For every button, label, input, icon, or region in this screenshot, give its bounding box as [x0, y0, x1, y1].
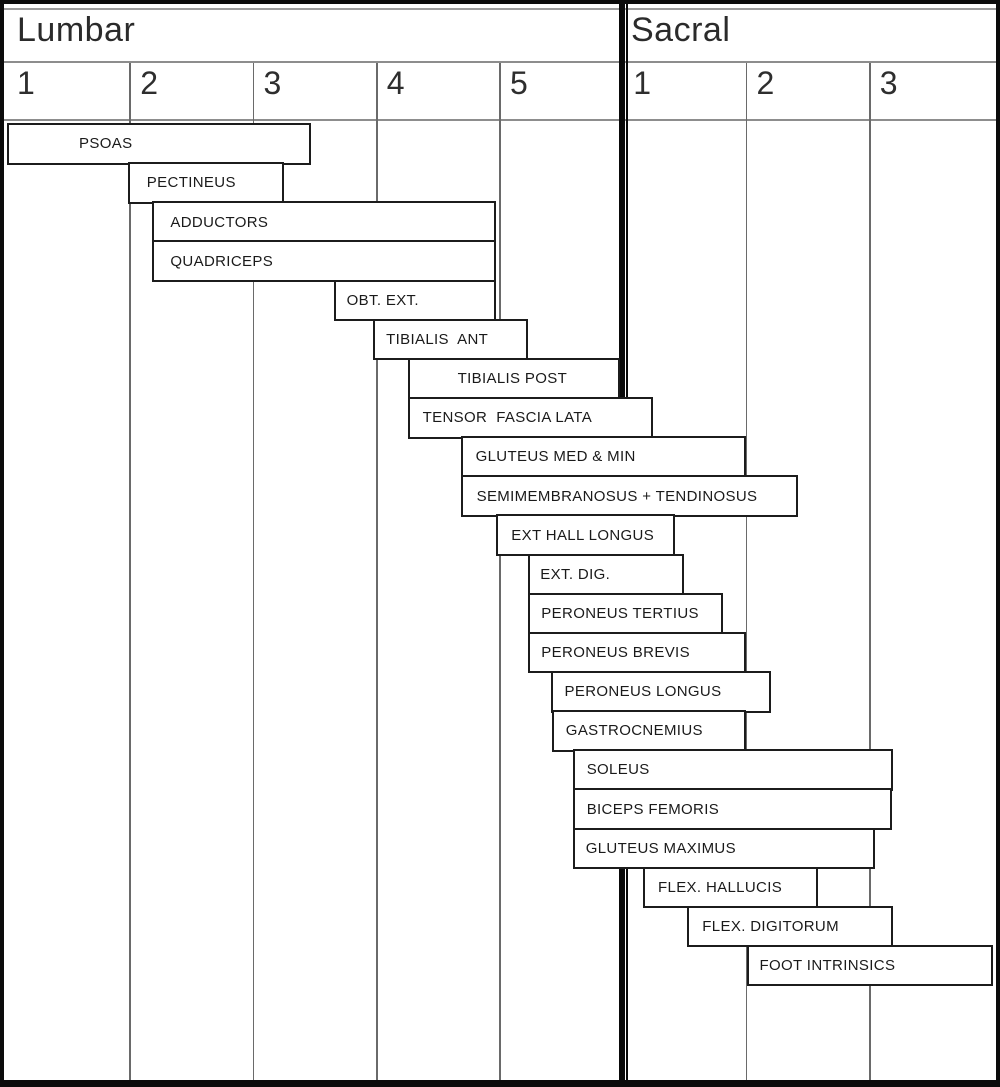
top-accent-line: [4, 8, 996, 10]
muscle-bar-label: PSOAS: [79, 135, 133, 153]
muscle-bar-label: FLEX. HALLUCIS: [658, 878, 783, 896]
muscle-bar-label: PERONEUS LONGUS: [564, 683, 722, 701]
grid-line-vertical: [499, 63, 501, 1080]
muscle-bar-quadriceps: QUADRICEPS: [152, 240, 497, 282]
muscle-bar-label: GLUTEUS MAXIMUS: [585, 839, 736, 857]
muscle-bar-adductors: ADDUCTORS: [152, 201, 497, 243]
muscle-bar-label: TENSOR FASCIA LATA: [422, 409, 593, 427]
muscle-bar-label: TIBIALIS ANT: [386, 330, 489, 348]
muscle-bar-peroneus-longus: PERONEUS LONGUS: [550, 671, 772, 713]
muscle-bar-pectineus: PECTINEUS: [127, 162, 285, 204]
muscle-bar-label: FLEX. DIGITORUM: [702, 918, 839, 936]
muscle-bar-label: PECTINEUS: [146, 174, 236, 192]
muscle-bar-obt-ext: OBT. EXT.: [333, 279, 497, 322]
muscle-bar-label: QUADRICEPS: [170, 252, 274, 270]
muscle-bar-gluteus-med-min: GLUTEUS MED & MIN: [460, 436, 747, 478]
muscle-bar-foot-intrinsics: FOOT INTRINSICS: [746, 944, 993, 987]
muscle-bar-semimembranosus-tendinosus: SEMIMEMBRANOSUS + TENDINOSUS: [460, 475, 799, 517]
muscle-bar-label: FOOT INTRINSICS: [759, 957, 896, 975]
muscle-bar-label: OBT. EXT.: [346, 291, 419, 309]
muscle-bar-soleus: SOLEUS: [572, 749, 894, 791]
muscle-bar-label: TIBIALIS POST: [457, 370, 568, 388]
muscle-bar-peroneus-tertius: PERONEUS TERTIUS: [528, 592, 723, 635]
level-cell-lumbar-5: 5: [510, 65, 528, 101]
muscle-bar-ext-dig: EXT. DIG.: [528, 553, 684, 596]
muscle-bar-label: GASTROCNEMIUS: [565, 722, 703, 740]
grid-line-vertical: [745, 63, 748, 1080]
muscle-bar-psoas: PSOAS: [7, 123, 312, 165]
level-cell-sacral-1: 1: [633, 65, 652, 101]
grid-line-vertical: [252, 63, 255, 1080]
muscle-bar-label: ADDUCTORS: [170, 213, 269, 231]
muscle-bar-label: EXT HALL LONGUS: [511, 526, 655, 544]
muscle-bar-label: BICEPS FEMORIS: [586, 800, 720, 818]
grid-line-vertical: [129, 63, 132, 1080]
level-cell-lumbar-4: 4: [386, 65, 405, 101]
level-cell-lumbar-3: 3: [263, 65, 282, 101]
frame-border-left: [0, 0, 4, 1087]
section-label-lumbar: Lumbar: [17, 11, 136, 49]
muscle-bar-flex-digitorum: FLEX. DIGITORUM: [687, 905, 894, 948]
frame-border-bottom: [0, 1080, 1000, 1087]
grid-line-vertical: [375, 63, 378, 1080]
muscle-bar-label: SEMIMEMBRANOSUS + TENDINOSUS: [476, 487, 758, 505]
muscle-bar-label: SOLEUS: [586, 761, 650, 779]
muscle-bar-label: EXT. DIG.: [540, 565, 611, 583]
muscle-bar-peroneus-brevis: PERONEUS BREVIS: [528, 631, 747, 674]
level-cell-sacral-2: 2: [756, 65, 775, 101]
muscle-bar-tibialis-ant: TIBIALIS ANT: [373, 318, 529, 361]
muscle-bar-ext-hall-longus: EXT HALL LONGUS: [496, 514, 675, 556]
level-cell-lumbar-2: 2: [140, 65, 159, 101]
muscle-bar-label: PERONEUS BREVIS: [541, 644, 690, 662]
muscle-bar-tibialis-post: TIBIALIS POST: [407, 357, 620, 400]
muscle-bar-gluteus-maximus: GLUTEUS MAXIMUS: [572, 827, 875, 870]
level-cell-lumbar-1: 1: [17, 65, 35, 101]
section-label-sacral: Sacral: [631, 11, 731, 49]
muscle-bar-flex-hallucis: FLEX. HALLUCIS: [643, 866, 818, 909]
muscle-bar-label: PERONEUS TERTIUS: [541, 604, 699, 622]
muscle-bar-tensor-fascia-lata: TENSOR FASCIA LATA: [407, 397, 653, 439]
muscle-bar-gastrocnemius: GASTROCNEMIUS: [551, 710, 747, 752]
muscle-bar-label: GLUTEUS MED & MIN: [475, 448, 636, 466]
grid-line-vertical: [868, 63, 871, 1080]
level-cell-sacral-3: 3: [879, 65, 898, 101]
frame-border-top: [0, 0, 1000, 4]
muscle-bar-biceps-femoris: BICEPS FEMORIS: [572, 788, 892, 830]
header-separator-line: [4, 61, 996, 63]
frame-border-right: [996, 0, 1000, 1087]
